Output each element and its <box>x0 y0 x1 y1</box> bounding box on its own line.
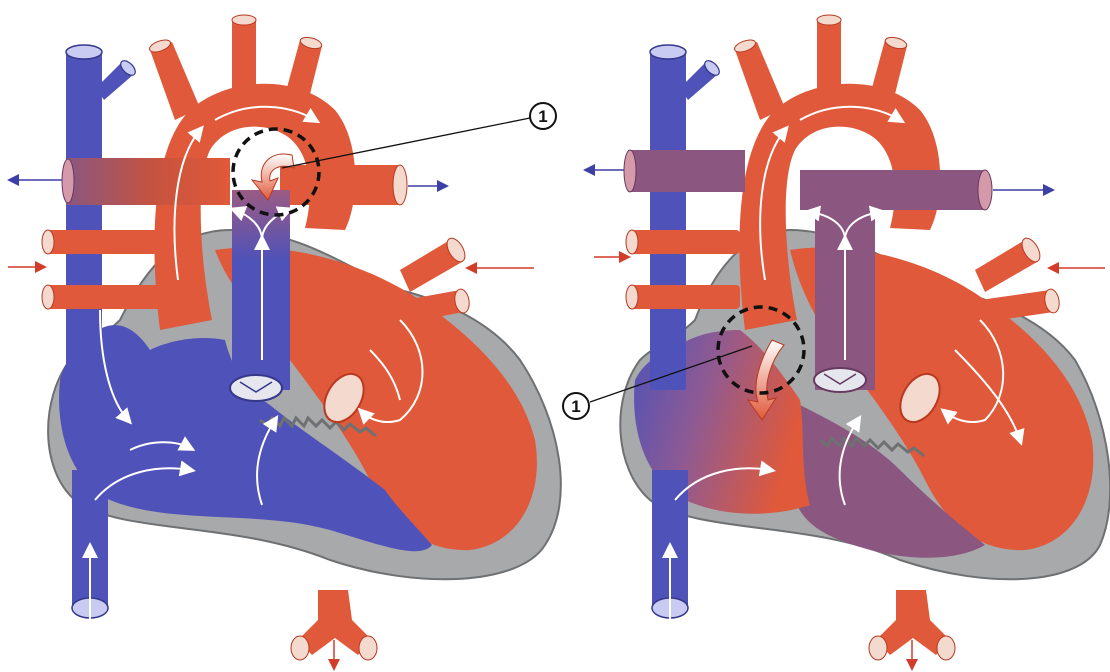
pulmonary-artery-left-branch <box>66 158 230 205</box>
superior-vena-cava <box>650 50 686 390</box>
pulmonary-artery-left-branch <box>628 150 745 192</box>
pulmonary-veins-left <box>42 230 166 309</box>
pulmonary-artery-right-branch <box>280 165 400 205</box>
pulmonary-veins-right <box>400 235 471 322</box>
superior-vena-cava <box>66 50 102 380</box>
pulmonary-veins-right <box>975 235 1061 322</box>
patent-ductus-heart: 1 <box>8 15 561 668</box>
descending-aorta <box>869 590 955 668</box>
pulmonary-valve <box>230 375 282 401</box>
descending-aorta <box>291 590 377 668</box>
callout-number: 1 <box>571 397 580 416</box>
septal-defect-heart: 1 <box>563 15 1110 668</box>
callout-number: 1 <box>538 107 547 126</box>
svc-opening <box>66 45 102 59</box>
